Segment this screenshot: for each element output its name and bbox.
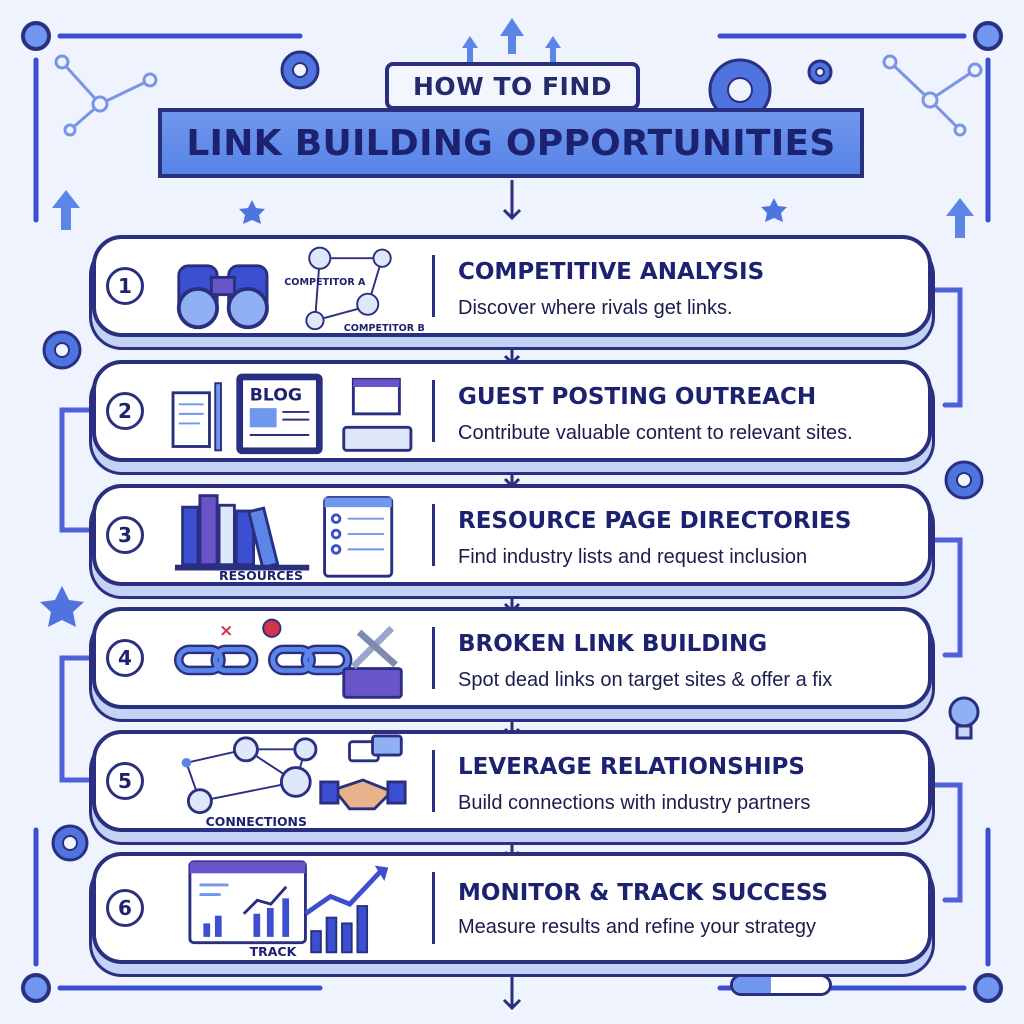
step-divider — [432, 750, 435, 812]
step-divider — [432, 627, 435, 689]
step-title: COMPETITIVE ANALYSIS — [458, 259, 765, 285]
step-number: 3 — [106, 516, 144, 554]
header-top-label: HOW TO FIND — [385, 62, 640, 110]
step-title: BROKEN LINK BUILDING — [458, 631, 768, 657]
step-description: Spot dead links on target sites & offer … — [458, 669, 833, 691]
step-description: Contribute valuable content to relevant … — [458, 422, 853, 444]
step-number: 5 — [106, 762, 144, 800]
page-title: LINK BUILDING OPPORTUNITIES — [186, 122, 836, 164]
step-title: GUEST POSTING OUTREACH — [458, 384, 817, 410]
step-card-5: 5 CONNECTIONS LEVERAGE RELATIONSHIPS — [92, 730, 932, 832]
step-number: 6 — [106, 889, 144, 927]
caption-track: TRACK — [250, 944, 298, 959]
step-number: 2 — [106, 392, 144, 430]
books-icon: RESOURCES — [156, 488, 426, 582]
step-divider — [432, 872, 435, 944]
caption-competitor-a: COMPETITOR A — [284, 277, 366, 288]
caption-blog: BLOG — [250, 385, 302, 405]
svg-text:×: × — [219, 621, 233, 641]
step-title: RESOURCE PAGE DIRECTORIES — [458, 508, 852, 534]
binoculars-icon: COMPETITOR A COMPETITOR B — [156, 239, 426, 333]
blog-icon: BLOG — [156, 364, 426, 458]
step-card-4: 4 × — [92, 607, 932, 709]
step-divider — [432, 504, 435, 566]
step-card-1: 1 COMPETITOR A COMPETITOR B COMPETITIVE … — [92, 235, 932, 337]
step-description: Find industry lists and request inclusio… — [458, 546, 808, 568]
step-title: MONITOR & TRACK SUCCESS — [458, 880, 828, 906]
step-card-2: 2 BLOG GUEST POSTING OUTREACH Contribute… — [92, 360, 932, 462]
step-card-3: 3 RESOURCES RESOURCE PAGE DIRECTORIES Fi… — [92, 484, 932, 586]
header-ribbon: LINK BUILDING OPPORTUNITIES — [158, 108, 864, 178]
caption-connections: CONNECTIONS — [206, 814, 307, 828]
step-description: Discover where rivals get links. — [458, 297, 733, 319]
caption-resources: RESOURCES — [219, 568, 303, 582]
chart-icon: TRACK — [156, 856, 426, 960]
step-number: 4 — [106, 639, 144, 677]
step-title: LEVERAGE RELATIONSHIPS — [458, 754, 805, 780]
step-card-6: 6 TRACK MONITOR & TRACK SUCCESS Measure … — [92, 852, 932, 964]
caption-competitor-b: COMPETITOR B — [344, 323, 425, 333]
network-icon: CONNECTIONS — [156, 734, 426, 828]
progress-fill — [733, 977, 772, 993]
step-description: Build connections with industry partners — [458, 792, 811, 814]
step-description: Measure results and refine your strategy — [458, 916, 816, 938]
step-divider — [432, 255, 435, 317]
step-number: 1 — [106, 267, 144, 305]
progress-bar — [730, 974, 832, 996]
broken-chain-icon: × — [156, 611, 426, 705]
step-divider — [432, 380, 435, 442]
header-top-text: HOW TO FIND — [412, 71, 613, 101]
